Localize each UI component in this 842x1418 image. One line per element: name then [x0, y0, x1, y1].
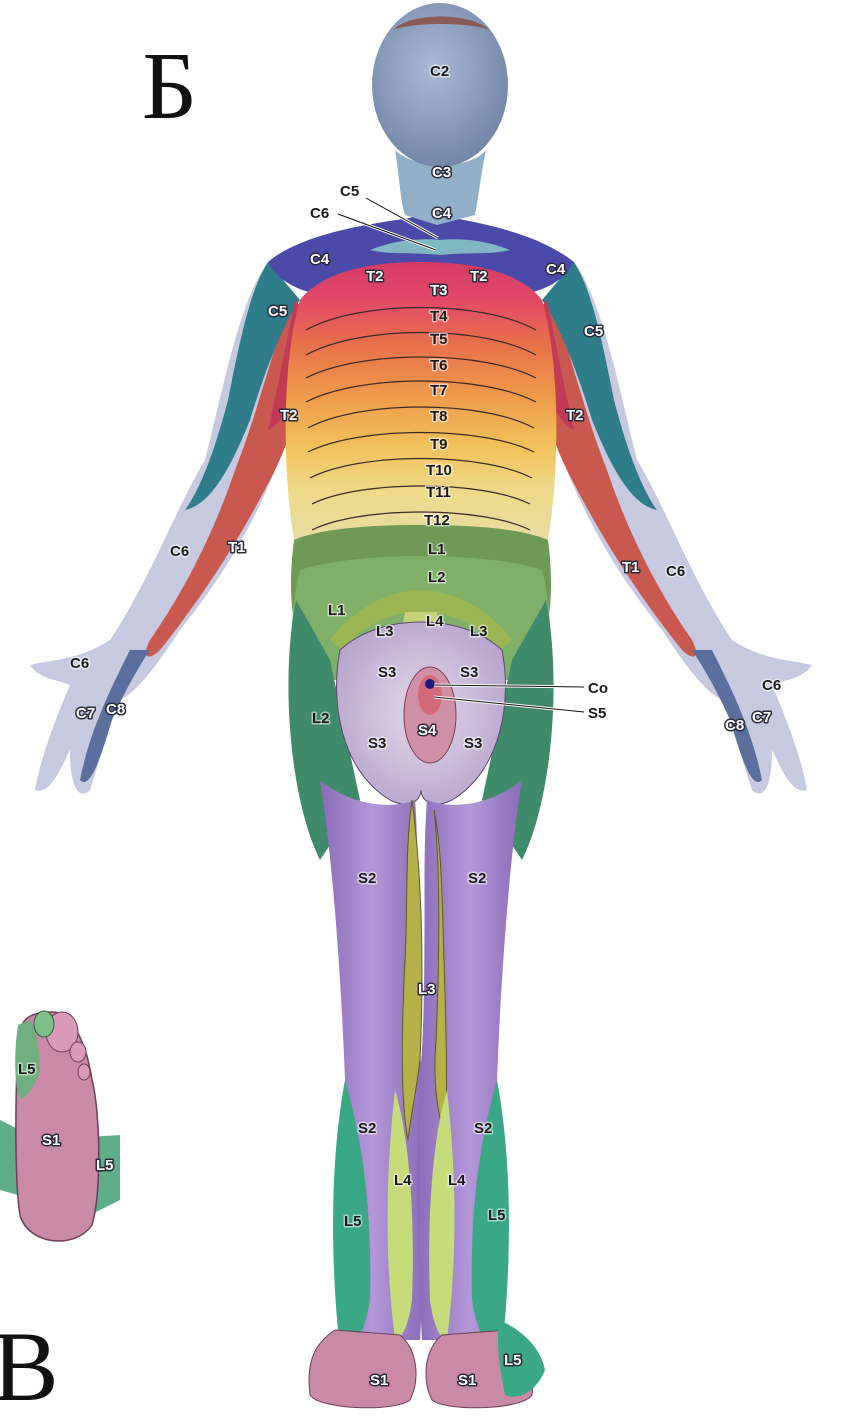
label-s2-left-thigh: S2 [358, 870, 376, 887]
label-c3: C3 [432, 164, 451, 181]
label-t1-left: T1 [228, 539, 246, 556]
label-s2-left-calf: S2 [358, 1120, 376, 1137]
panel-letter-v: В [0, 1311, 59, 1418]
foot-sole-illustration: L5 S1 L5 [0, 1011, 120, 1241]
label-l5-left: L5 [344, 1213, 362, 1230]
label-l2-left: L2 [312, 710, 330, 727]
label-t10: T10 [426, 462, 452, 479]
label-l3-right: L3 [470, 623, 488, 640]
label-c5-neck: C5 [340, 183, 359, 200]
label-t2-right-upper: T2 [470, 268, 488, 285]
label-t8: T8 [430, 408, 448, 425]
label-c6-right-forearm: C6 [666, 563, 685, 580]
label-c8-right: C8 [725, 717, 744, 734]
label-l5-right: L5 [488, 1207, 506, 1224]
label-c6-right-hand: C6 [762, 677, 781, 694]
label-c5-right: C5 [584, 323, 603, 340]
label-l4-left: L4 [394, 1172, 412, 1189]
label-t11: T11 [426, 484, 451, 501]
panel-letter-b: Б [142, 32, 197, 139]
label-c7-right: C7 [752, 709, 771, 726]
label-l4-center: L4 [426, 613, 444, 630]
label-c5-left: C5 [268, 303, 287, 320]
label-c7-left: C7 [76, 705, 95, 722]
label-co: Co [588, 680, 608, 697]
label-c2: C2 [430, 63, 449, 80]
label-c4-left: C4 [310, 251, 330, 268]
label-l4-right: L4 [448, 1172, 466, 1189]
label-t7: T7 [430, 382, 448, 399]
foot-label-l5-toe: L5 [18, 1061, 36, 1078]
label-l1-center: L1 [428, 541, 446, 558]
label-s1-left: S1 [370, 1372, 388, 1389]
label-s3-lower-right: S3 [464, 735, 482, 752]
label-l2-center: L2 [428, 569, 446, 586]
label-c6-left-hand: C6 [70, 655, 89, 672]
label-t2-right-arm: T2 [566, 407, 584, 424]
body-back-illustration [30, 3, 812, 1408]
foot-label-l5-side: L5 [96, 1157, 114, 1174]
label-s5: S5 [588, 705, 606, 722]
label-s4: S4 [418, 722, 437, 739]
label-t9: T9 [430, 436, 448, 453]
label-t6: T6 [430, 357, 448, 374]
label-t5: T5 [430, 331, 448, 348]
label-t3: T3 [430, 282, 448, 299]
label-s2-right-calf: S2 [474, 1120, 492, 1137]
label-l1-left: L1 [328, 602, 346, 619]
label-s3-lower-left: S3 [368, 735, 386, 752]
label-s3-upper-left: S3 [378, 664, 396, 681]
label-c4-right: C4 [546, 261, 566, 278]
label-l5-foot: L5 [504, 1352, 522, 1369]
label-s1-right: S1 [458, 1372, 476, 1389]
label-t4: T4 [430, 308, 448, 325]
label-s3-upper-right: S3 [460, 664, 478, 681]
label-t2-left-arm: T2 [280, 407, 298, 424]
foot-label-s1: S1 [42, 1132, 60, 1149]
label-c8-left: C8 [106, 701, 125, 718]
label-t1-right: T1 [622, 559, 640, 576]
label-t2-left-upper: T2 [366, 268, 384, 285]
label-t12: T12 [424, 512, 450, 529]
label-s2-right-thigh: S2 [468, 870, 486, 887]
label-c4-center: C4 [432, 205, 452, 222]
label-c6-neck: C6 [310, 205, 329, 222]
label-l3-left: L3 [376, 623, 394, 640]
label-c6-left-forearm: C6 [170, 543, 189, 560]
label-l3-leg: L3 [418, 981, 436, 998]
